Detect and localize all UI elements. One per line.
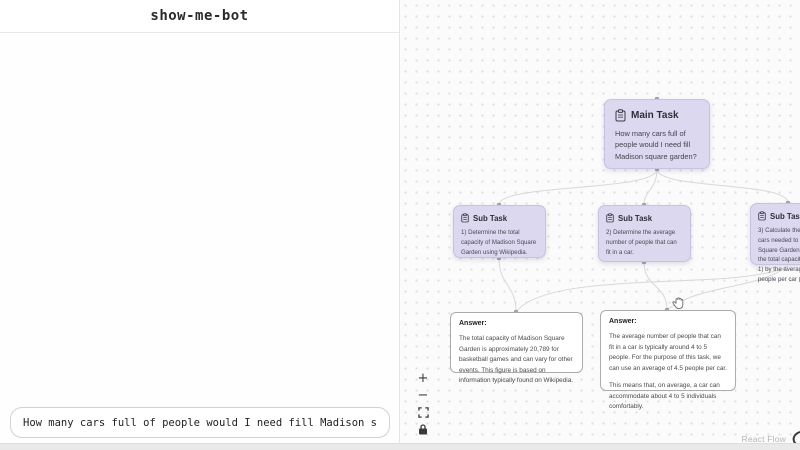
sub-task-2-body: 2) Determine the average number of peopl… (606, 229, 677, 256)
app-title: show-me-bot (150, 8, 249, 24)
answer-2-body-p2: This means that, on average, a car can a… (609, 382, 720, 411)
fit-view-icon (417, 407, 429, 418)
sub-task-3-node[interactable]: Sub Task 3) Calculate the number of cars… (750, 203, 800, 283)
chat-message-area (0, 34, 399, 400)
react-flow-attribution[interactable]: React Flow (741, 434, 786, 444)
answer-1-node[interactable]: Answer: The total capacity of Madison Sq… (450, 312, 583, 384)
answer-1-body: The total capacity of Madison Square Gar… (459, 335, 574, 385)
bottom-scrollbar-strip[interactable] (0, 443, 800, 450)
main-task-body: How many cars full of people would I nee… (615, 129, 697, 161)
fit-view-button[interactable] (414, 405, 432, 420)
grab-cursor-icon (672, 297, 684, 310)
lock-button[interactable] (414, 422, 432, 437)
clipboard-icon (461, 213, 469, 223)
sub-task-2-title: Sub Task (618, 213, 653, 223)
answer-2-title: Answer: (609, 318, 637, 325)
flow-canvas[interactable]: Main Task How many cars full of people w… (400, 0, 800, 450)
zoom-in-button[interactable]: + (414, 371, 432, 386)
chat-input[interactable] (10, 407, 390, 438)
answer-2-body-p1: The average number of people that can fi… (609, 333, 727, 372)
sub-task-3-body: 3) Calculate the number of cars needed t… (758, 227, 800, 283)
edge-answer1-sub3 (515, 265, 789, 313)
sub-task-1-body: 1) Determine the total capacity of Madis… (461, 229, 537, 256)
sub-task-2-node[interactable]: Sub Task 2) Determine the average number… (598, 205, 691, 262)
sub-task-1-node[interactable]: Sub Task 1) Determine the total capacity… (453, 205, 546, 258)
clipboard-icon (606, 213, 614, 223)
edge-sub2-answer2 (643, 261, 668, 311)
clipboard-icon (758, 211, 766, 221)
edge-main-sub1 (498, 168, 658, 206)
lock-icon (419, 424, 427, 435)
answer-2-node[interactable]: Answer: The average number of people tha… (600, 310, 736, 410)
edge-main-sub3 (656, 168, 789, 204)
chat-header: show-me-bot (0, 0, 399, 33)
clipboard-icon (615, 109, 626, 122)
sub-task-1-title: Sub Task (473, 213, 508, 223)
zoom-out-button[interactable]: − (414, 388, 432, 403)
edge-sub1-answer1 (498, 257, 517, 313)
edge-main-sub2 (643, 168, 658, 206)
sub-task-3-title: Sub Task (770, 211, 800, 221)
answer-1-title: Answer: (459, 320, 487, 327)
main-task-node[interactable]: Main Task How many cars full of people w… (604, 99, 710, 169)
main-task-title: Main Task (631, 110, 679, 121)
flow-controls: + − (414, 371, 434, 437)
chat-panel: show-me-bot (0, 0, 400, 450)
